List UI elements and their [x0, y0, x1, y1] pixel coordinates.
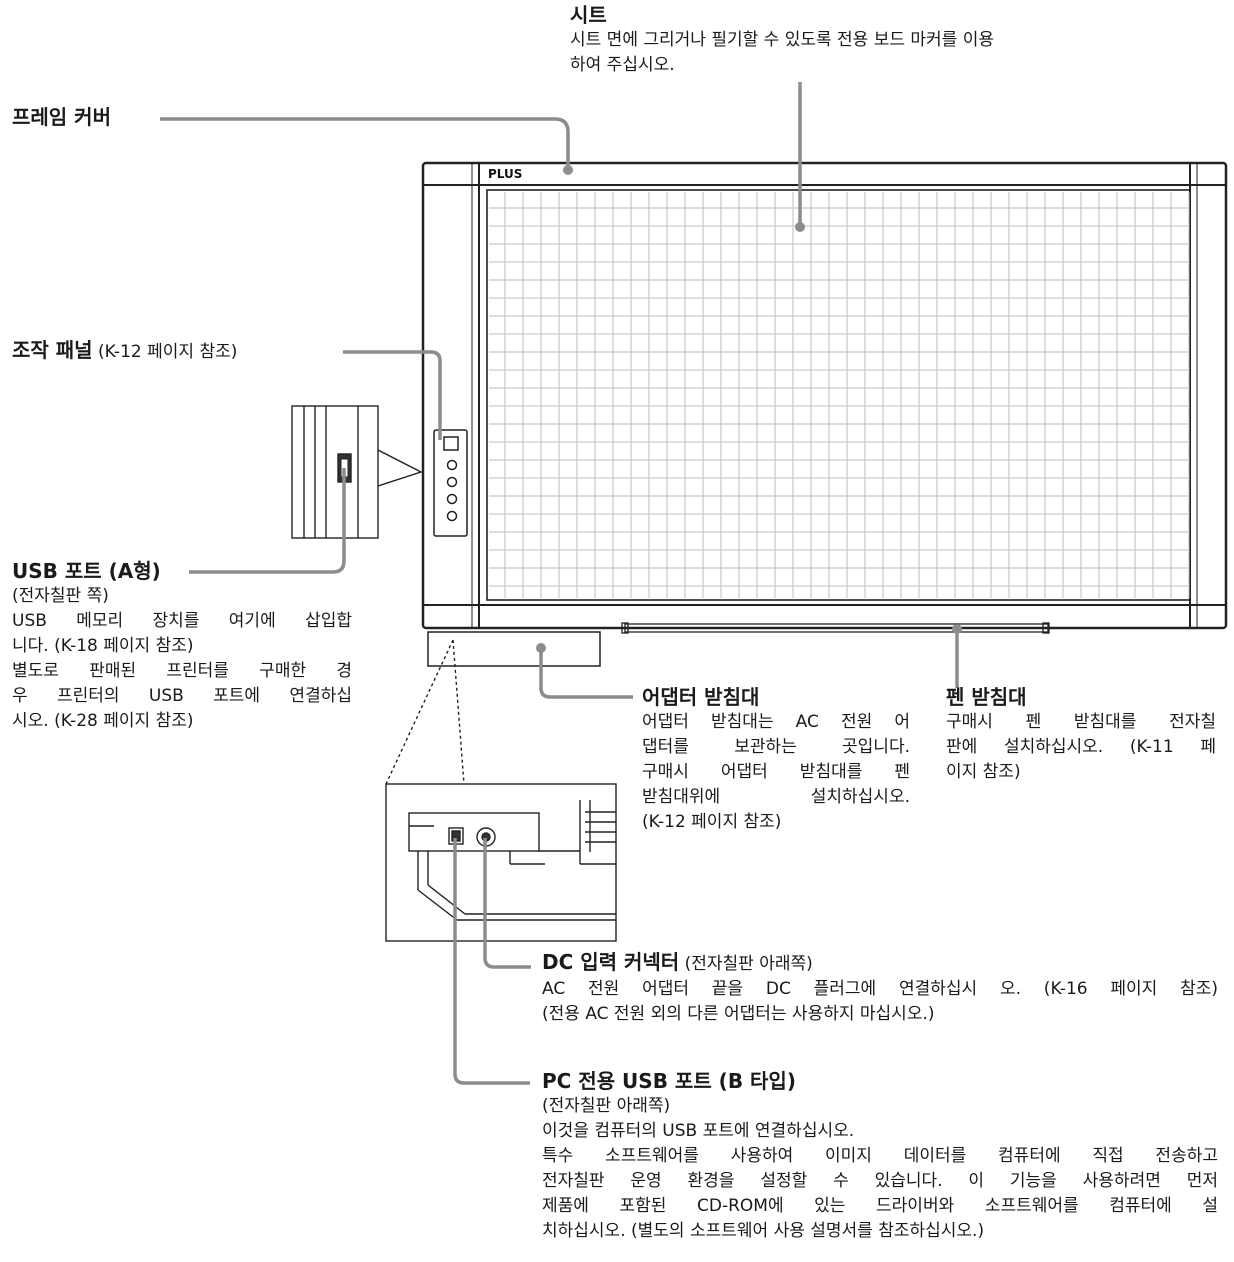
leader-dots — [536, 165, 962, 653]
frame-cover-label: 프레임 커버 — [12, 104, 111, 130]
pen-tray — [621, 622, 1050, 634]
pc-usb-desc-6: 치하십시오. (별도의 소프트웨어 사용 설명서를 참조하십시오.) — [542, 1221, 985, 1241]
usb-port-a-title: USB 포트 (A형) — [12, 559, 161, 583]
pen-holder-desc-3: 이지 참조) — [946, 762, 1021, 782]
brand-logo: PLUS — [488, 167, 522, 181]
adapter-holder-box — [427, 631, 601, 667]
dc-connector-label: DC 입력 커넥터 (전자칠판 아래쪽) AC 전원 어댑터 끝을 DC 플러그… — [542, 950, 1218, 1027]
sheet-title: 시트 — [570, 3, 607, 27]
sheet-grid — [489, 192, 1190, 598]
usb-zoom-detail — [291, 405, 423, 539]
dc-connector-suffix: (전자칠판 아래쪽) — [684, 954, 813, 974]
dc-connector-title: DC 입력 커넥터 — [542, 950, 680, 974]
adapter-holder-desc-4: 받침대위에 설치하십시오. — [642, 787, 910, 807]
frame-cover-title: 프레임 커버 — [12, 105, 111, 129]
usb-port-a-desc-5: 우 프린터의 USB 포트에 연결하십 — [12, 686, 352, 706]
pc-usb-desc-4: 전자칠판 운영 환경을 설정할 수 있습니다. 이 기능을 사용하려면 먼저 — [542, 1171, 1218, 1191]
whiteboard — [421, 161, 1228, 630]
usb-port-a-desc-3: 니다. (K-18 페이지 참조) — [12, 636, 194, 656]
pen-holder-title: 펜 받침대 — [946, 685, 1027, 709]
adapter-holder-desc-3: 구매시 어댑터 받침대를 펜 — [642, 762, 910, 782]
usb-port-a-label: USB 포트 (A형) (전자칠판 쪽) USB 메모리 장치를 여기에 삽입합… — [12, 558, 352, 734]
pc-usb-label: PC 전용 USB 포트 (B 타입) (전자칠판 아래쪽) 이것을 컴퓨터의 … — [542, 1068, 1218, 1244]
usb-port-a-desc-6: 시오. (K-28 페이지 참조) — [12, 711, 194, 731]
pc-usb-desc-5: 제품에 포함된 CD-ROM에 있는 드라이버와 소프트웨어를 컴퓨터에 설 — [542, 1196, 1218, 1216]
adapter-holder-desc-5: (K-12 페이지 참조) — [642, 812, 782, 832]
dc-connector-desc-1: AC 전원 어댑터 끝을 DC 플러그에 연결하십시 오. (K-16 페이지 … — [542, 979, 1218, 999]
usb-port-a-desc-4: 별도로 판매된 프린터를 구매한 경 — [12, 661, 352, 681]
pc-usb-desc-2: 이것을 컴퓨터의 USB 포트에 연결하십시오. — [542, 1121, 855, 1141]
usb-port-a-desc-2: USB 메모리 장치를 여기에 삽입합 — [12, 611, 352, 631]
sheet-desc-1: 시트 면에 그리거나 필기할 수 있도록 전용 보드 마커를 이용 — [570, 30, 994, 50]
sheet-label: 시트 시트 면에 그리거나 필기할 수 있도록 전용 보드 마커를 이용 하여 … — [570, 2, 994, 78]
pc-usb-desc-1: (전자칠판 아래쪽) — [542, 1096, 671, 1116]
adapter-holder-desc-2: 댑터를 보관하는 곳입니다. — [642, 737, 910, 757]
sheet-desc-2: 하여 주십시오. — [570, 55, 675, 75]
adapter-holder-label: 어댑터 받침대 어댑터 받침대는 AC 전원 어 댑터를 보관하는 곳입니다. … — [642, 684, 910, 835]
usb-port-a-desc-1: (전자칠판 쪽) — [12, 586, 109, 606]
adapter-holder-title: 어댑터 받침대 — [642, 685, 760, 709]
pen-holder-desc-2: 판에 설치하십시오. (K-11 페 — [946, 737, 1216, 757]
dc-connector-desc-2: (전용 AC 전원 외의 다른 어댑터는 사용하지 마십시오.) — [542, 1004, 935, 1024]
board-frame — [421, 161, 1228, 630]
adapter-holder-desc-1: 어댑터 받침대는 AC 전원 어 — [642, 712, 910, 732]
pc-usb-title: PC 전용 USB 포트 (B 타입) — [542, 1069, 796, 1093]
control-panel-buttons — [433, 429, 468, 537]
writing-sheet — [486, 189, 1191, 601]
pen-holder-label: 펜 받침대 구매시 펜 받침대를 전자칠 판에 설치하십시오. (K-11 페 … — [946, 684, 1216, 785]
control-panel-title: 조작 패널 — [12, 338, 93, 362]
control-panel-label: 조작 패널 (K-12 페이지 참조) — [12, 338, 237, 365]
leader-lines — [160, 82, 959, 1085]
pen-holder-desc-1: 구매시 펜 받침대를 전자칠 — [946, 712, 1216, 732]
control-panel-ref: (K-12 페이지 참조) — [97, 342, 238, 362]
bottom-zoom-detail — [385, 639, 617, 942]
pc-usb-desc-3: 특수 소프트웨어를 사용하여 이미지 데이터를 컴퓨터에 직접 전송하고 — [542, 1146, 1218, 1166]
